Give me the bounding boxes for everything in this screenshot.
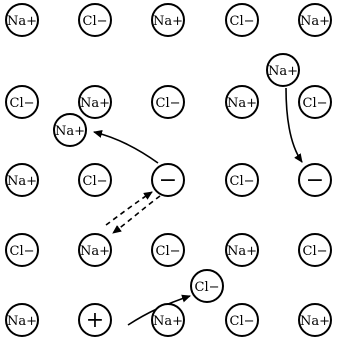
ion-r2c5: Cl− (298, 85, 332, 119)
ion-circle (151, 3, 185, 37)
ion-circle (78, 303, 112, 337)
ion-r1c4: Cl− (225, 3, 259, 37)
ion-circle (78, 85, 112, 119)
ion-label: Cl− (230, 314, 255, 329)
ion-r3c1: Na+ (5, 163, 39, 197)
ion-circle (78, 3, 112, 37)
ion-r2c1: Cl− (5, 85, 39, 119)
ion-r1c2: Cl− (78, 3, 112, 37)
ion-r5c4: Cl− (225, 303, 259, 337)
ion-label: + (86, 308, 104, 333)
ion-circle (78, 163, 112, 197)
ion-circle (225, 3, 259, 37)
ion-r4c1: Cl− (5, 233, 39, 267)
ion-r2c4: Na+ (225, 85, 259, 119)
ion-label: Cl− (10, 96, 35, 111)
ion-circle (5, 303, 39, 337)
ion-label: Cl− (303, 244, 328, 259)
ion-label: Cl− (303, 96, 328, 111)
ion-r1c3: Na+ (151, 3, 185, 37)
arrow-dashed-na-to-vacancy (105, 191, 153, 226)
ion-label: Na+ (80, 96, 110, 111)
ion-label: Cl− (230, 174, 255, 189)
ion-circle (190, 269, 224, 303)
ion-label: Na+ (153, 14, 183, 29)
ion-circle (298, 85, 332, 119)
ion-circle (298, 163, 332, 197)
ion-label: Cl− (230, 14, 255, 29)
ion-circle (5, 233, 39, 267)
ion-label: Cl− (10, 244, 35, 259)
ion-circle (5, 85, 39, 119)
ion-label: Na+ (300, 14, 330, 29)
ion-label: Na+ (55, 124, 85, 139)
ion-circle (225, 85, 259, 119)
ion-circle (225, 163, 259, 197)
ion-circle (266, 53, 300, 87)
ion-label: Na+ (80, 244, 110, 259)
ion-circle (225, 233, 259, 267)
ion-r4c2: Na+ (78, 233, 112, 267)
ion-r5c1: Na+ (5, 303, 39, 337)
ion-r1c5: Na+ (298, 3, 332, 37)
ion-r5c2: + (78, 303, 112, 337)
ion-label: Na+ (153, 314, 183, 329)
ion-label: Na+ (227, 244, 257, 259)
ion-circle (298, 303, 332, 337)
ion-circle (151, 85, 185, 119)
ion-label: Na+ (227, 96, 257, 111)
ion-cl-interstitial: Cl− (190, 269, 224, 303)
ion-label: Cl− (83, 174, 108, 189)
ion-label: Cl− (156, 244, 181, 259)
ion-label: Na+ (300, 314, 330, 329)
ion-r3c2: Cl− (78, 163, 112, 197)
ion-r2c3: Cl− (151, 85, 185, 119)
ion-r5c3: Na+ (151, 303, 185, 337)
ion-r5c5: Na+ (298, 303, 332, 337)
ion-na-interstitial-left: Na+ (53, 113, 87, 147)
ion-circle (298, 233, 332, 267)
ion-label: Cl− (156, 96, 181, 111)
ion-label: Cl− (83, 14, 108, 29)
ion-circle (151, 233, 185, 267)
arrow-dashed-vacancy-to-na (112, 195, 161, 234)
ion-label: Cl− (195, 280, 220, 295)
arrow-vacancy-to-interstitial-na (93, 130, 159, 164)
ion-circle (5, 163, 39, 197)
ion-r4c5: Cl− (298, 233, 332, 267)
ion-layer: Na+ Cl− Na+ Cl− Na+ Cl− Na+ Cl− Na+ Cl− Na+ Cl− − Cl−… (5, 3, 332, 337)
ion-r1c1: Na+ (5, 3, 39, 37)
ion-circle (5, 3, 39, 37)
ion-r3c4: Cl− (225, 163, 259, 197)
arrow-interstitial-na-to-vacancy (285, 87, 303, 163)
ion-circle (298, 3, 332, 37)
ion-r4c3: Cl− (151, 233, 185, 267)
ion-r3c5: − (298, 163, 332, 197)
ion-r4c4: Na+ (225, 233, 259, 267)
ion-circle (151, 303, 185, 337)
ion-na-interstitial-right: Na+ (266, 53, 300, 87)
ion-circle (78, 233, 112, 267)
ion-label: Na+ (268, 64, 298, 79)
ion-circle (151, 163, 185, 197)
ion-label: Na+ (7, 174, 37, 189)
ion-r2c2: Na+ (78, 85, 112, 119)
ion-label: − (159, 168, 177, 193)
ion-label: Na+ (7, 14, 37, 29)
ion-label: − (306, 168, 324, 193)
ion-label: Na+ (7, 314, 37, 329)
ion-circle (225, 303, 259, 337)
ion-r3c3: − (151, 163, 185, 197)
ion-circle (53, 113, 87, 147)
